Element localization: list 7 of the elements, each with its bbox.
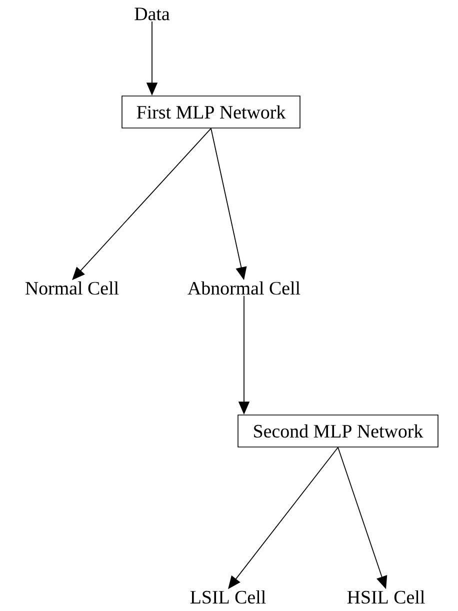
node-label: Abnormal Cell <box>188 281 300 295</box>
node-label: LSIL Cell <box>190 590 266 604</box>
node-label: Normal Cell <box>26 281 119 295</box>
node-label: Data <box>134 8 170 20</box>
network-box: First MLP Network <box>122 96 300 128</box>
node-label: HSIL Cell <box>347 590 425 604</box>
network-box: Second MLP Network <box>238 414 438 448</box>
